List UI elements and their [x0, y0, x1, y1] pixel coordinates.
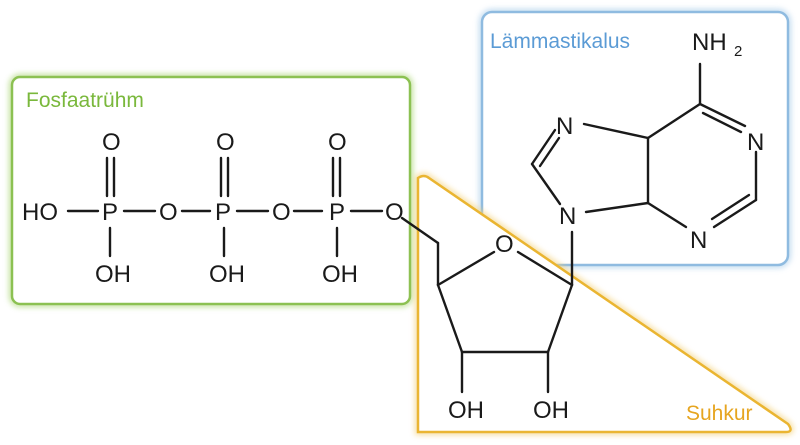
- phosphate-atoms: HO P O P O P O O O O OH OH OH: [22, 129, 404, 288]
- amino-group: NH: [692, 29, 727, 56]
- amino-subscript: 2: [734, 43, 742, 60]
- phosphate-bonds: [66, 156, 384, 258]
- ribose-bonds: [400, 216, 574, 394]
- double-bond-oxygen-1: O: [102, 129, 121, 156]
- ring-oxygen: O: [495, 231, 514, 258]
- hydroxyl-3: OH: [322, 261, 358, 288]
- bridge-oxygen-2: O: [272, 199, 291, 226]
- nitrogen-base-label: Lämmastikalus: [490, 30, 630, 53]
- phosphorus-beta: P: [215, 199, 231, 226]
- phosphorus-gamma: P: [329, 199, 345, 226]
- bridge-oxygen-3: O: [385, 199, 404, 226]
- hydroxyl-2prime: OH: [448, 397, 484, 424]
- phosphorus-alpha: P: [102, 199, 118, 226]
- sugar-label: Suhkur: [686, 402, 753, 425]
- phosphate-group-label: Fosfaatrühm: [26, 89, 144, 112]
- hydroxyl-2: OH: [209, 261, 245, 288]
- hydroxyl-3prime: OH: [533, 397, 569, 424]
- nitrogen-1: N: [747, 129, 764, 156]
- double-bond-oxygen-3: O: [328, 129, 347, 156]
- adenine-atoms: N N N N NH 2: [556, 29, 764, 254]
- double-bond-oxygen-2: O: [216, 129, 235, 156]
- nitrogen-7: N: [556, 113, 573, 140]
- ribose-atoms: O OH OH: [448, 231, 569, 424]
- adenine-bonds: [530, 62, 758, 229]
- sugar-region: [415, 173, 794, 435]
- nitrogen-3: N: [690, 227, 707, 254]
- hydroxyl-1: OH: [95, 261, 131, 288]
- phosphate-region: [9, 74, 413, 307]
- bridge-oxygen-1: O: [159, 199, 178, 226]
- nitrogen-9: N: [559, 203, 576, 230]
- hydroxyl-terminal: HO: [22, 199, 58, 226]
